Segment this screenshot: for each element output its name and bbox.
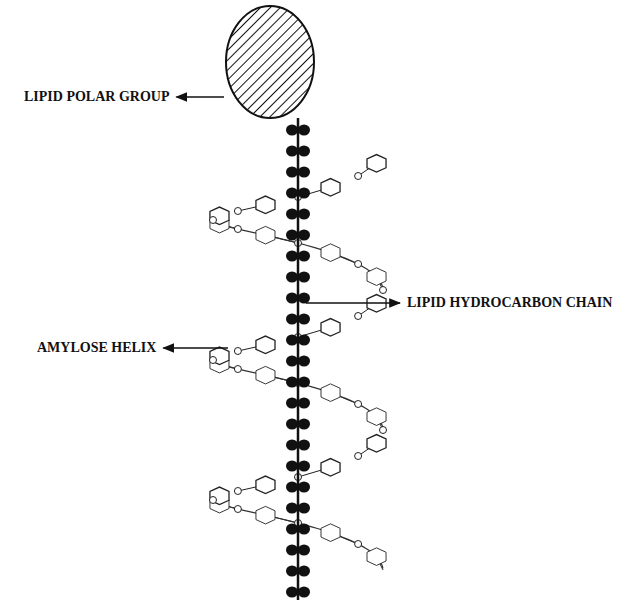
chain-unit	[286, 167, 298, 178]
leader-arrow	[306, 302, 400, 304]
glycosidic-oxygen	[355, 401, 362, 408]
glycosidic-oxygen	[355, 312, 362, 319]
chain-unit	[298, 125, 310, 136]
glucose-ring	[256, 476, 275, 494]
glucose-ring	[256, 336, 275, 354]
glycosidic-oxygen	[234, 226, 241, 233]
chain-unit	[286, 146, 298, 157]
chain-unit	[286, 293, 298, 304]
glucose-ring	[256, 196, 275, 214]
glycosidic-oxygen	[355, 541, 362, 548]
lipid-polar-head	[226, 6, 314, 118]
glucose-ring	[210, 347, 229, 365]
glycosidic-oxygen	[234, 487, 241, 494]
part-label: LIPID HYDROCARBON CHAIN	[405, 292, 624, 314]
leader-arrow	[163, 347, 228, 349]
chain-unit	[298, 482, 310, 493]
chain-unit	[298, 377, 310, 388]
glycosidic-oxygen	[234, 347, 241, 354]
part-label: LIPID POLAR GROUP	[22, 86, 171, 108]
glucose-ring	[367, 548, 386, 566]
glucose-ring	[321, 179, 340, 197]
glycosidic-oxygen	[355, 261, 362, 268]
chain-unit	[298, 272, 310, 283]
glucose-ring	[367, 435, 386, 453]
glucose-ring	[321, 524, 340, 542]
chain-unit	[298, 314, 310, 325]
chain-unit	[286, 125, 298, 136]
chain-unit	[286, 440, 298, 451]
chain-unit	[286, 566, 298, 577]
glucose-ring	[321, 244, 340, 262]
chain-unit	[298, 566, 310, 577]
chain-unit	[298, 167, 310, 178]
glucose-ring	[256, 366, 275, 384]
chain-unit	[298, 356, 310, 367]
glycosidic-oxygen	[355, 172, 362, 179]
chain-unit	[286, 461, 298, 472]
glycosidic-oxygen	[234, 506, 241, 513]
chain-unit	[286, 356, 298, 367]
hydrocarbon-chain-units	[286, 125, 310, 598]
chain-unit	[286, 545, 298, 556]
glycosidic-oxygen	[380, 287, 387, 294]
chain-unit	[298, 398, 310, 409]
glycosidic-oxygen	[210, 497, 217, 504]
leader-arrow	[176, 96, 224, 98]
chain-unit	[286, 314, 298, 325]
glycosidic-oxygen	[234, 207, 241, 214]
glucose-ring	[367, 408, 386, 426]
glycosidic-oxygen	[355, 452, 362, 459]
chain-unit	[298, 503, 310, 514]
chain-unit	[298, 524, 310, 535]
chain-unit	[298, 251, 310, 262]
glucose-ring	[367, 155, 386, 173]
glycosidic-oxygen	[210, 357, 217, 364]
glucose-ring	[210, 487, 229, 505]
chain-unit	[298, 230, 310, 241]
chain-unit	[298, 587, 310, 598]
chain-unit	[298, 440, 310, 451]
glucose-ring	[321, 384, 340, 402]
glucose-ring	[256, 506, 275, 524]
chain-unit	[286, 377, 298, 388]
chain-unit	[298, 335, 310, 346]
chain-unit	[286, 587, 298, 598]
glucose-ring	[256, 226, 275, 244]
glycosidic-oxygen	[234, 366, 241, 373]
chain-unit	[298, 209, 310, 220]
chain-unit	[286, 272, 298, 283]
glucose-ring	[321, 459, 340, 477]
chain-unit	[298, 461, 310, 472]
chain-unit	[286, 188, 298, 199]
glucose-ring	[210, 207, 229, 225]
part-label: AMYLOSE HELIX	[35, 337, 158, 359]
chain-unit	[286, 503, 298, 514]
chain-unit	[286, 230, 298, 241]
leader-lines	[163, 97, 400, 348]
glucose-ring	[321, 319, 340, 337]
chain-unit	[286, 209, 298, 220]
chain-unit	[298, 146, 310, 157]
chain-unit	[286, 524, 298, 535]
chain-unit	[286, 251, 298, 262]
chain-unit	[286, 335, 298, 346]
glucose-ring	[367, 268, 386, 286]
chain-unit	[298, 419, 310, 430]
chain-unit	[286, 419, 298, 430]
glycosidic-oxygen	[210, 217, 217, 224]
chain-unit	[298, 545, 310, 556]
glycosidic-oxygen	[380, 427, 387, 434]
chain-unit	[298, 188, 310, 199]
chain-unit	[286, 398, 298, 409]
chain-unit	[286, 482, 298, 493]
chain-unit	[298, 293, 310, 304]
